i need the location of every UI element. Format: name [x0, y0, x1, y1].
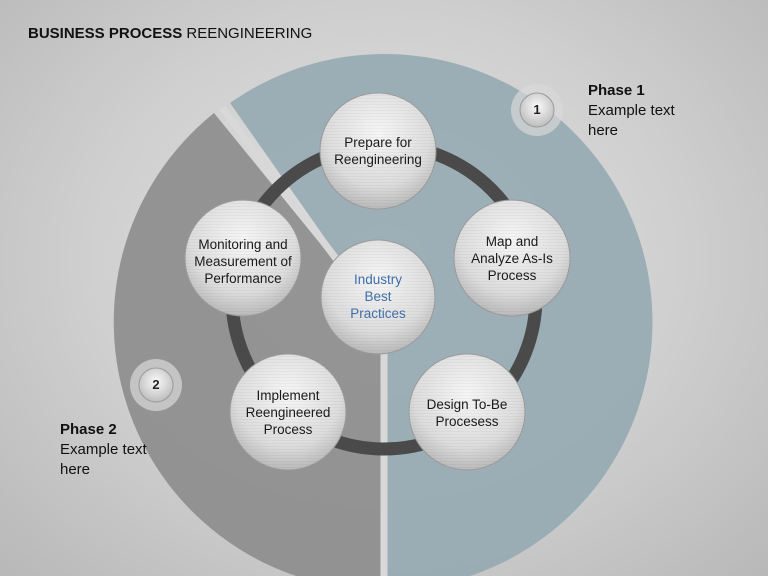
phase-1-badge: [511, 84, 563, 136]
page-title: BUSINESS PROCESS REENGINEERING: [28, 25, 312, 42]
step-bubble-5: [184, 199, 302, 317]
phase-2-number: 2: [152, 377, 160, 392]
center-bubble: [320, 239, 436, 355]
step-bubble-3: [408, 353, 526, 471]
phase-1-number: 1: [533, 102, 541, 117]
phase-2-badge: [130, 359, 182, 411]
title-rest: REENGINEERING: [182, 25, 313, 42]
phase-1-title: Phase 1: [588, 82, 645, 99]
phase-2-text: Example text here: [60, 441, 147, 478]
title-bold: BUSINESS PROCESS: [28, 25, 183, 42]
phase-2-title: Phase 2: [60, 421, 117, 438]
step-bubble-4: [229, 353, 347, 471]
phase-2-description: Phase 2 Example text here: [60, 420, 170, 480]
step-bubble-1: [319, 92, 437, 210]
phase-1-text: Example text here: [588, 102, 675, 139]
step-bubble-2: [453, 199, 571, 317]
phase-1-description: Phase 1 Example text here: [588, 81, 698, 141]
